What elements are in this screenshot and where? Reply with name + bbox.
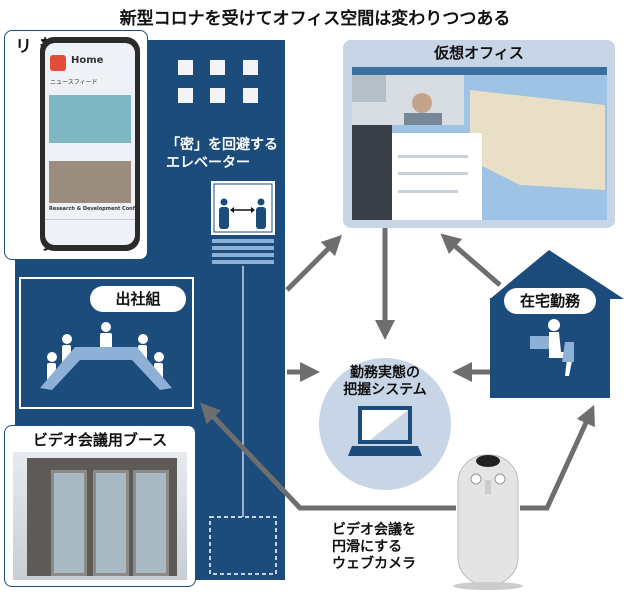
webcam-label: ビデオ会議を 円滑にする ウェブカメラ	[332, 522, 416, 573]
phone-mockup: Home ニュースフィード Research & Development Con…	[40, 37, 140, 251]
app-section: ニュースフィード	[50, 79, 98, 86]
virtual-office-screenshot	[352, 67, 607, 220]
booth-callout: ビデオ会議用ブース	[4, 425, 196, 587]
system-label-line1: 勤務実態の	[350, 365, 420, 381]
chair-icon	[562, 342, 574, 362]
meeting-label: 出社組	[90, 286, 186, 312]
booth-label: ビデオ会議用ブース	[32, 431, 168, 449]
system-label: 勤務実態の 把握システム	[330, 365, 440, 399]
webcam-image	[453, 454, 523, 590]
meeting-table-icon	[40, 322, 172, 390]
card-title: Research & Development Conf	[49, 206, 135, 212]
home-work-label: 在宅勤務	[504, 288, 596, 314]
conference-image	[49, 161, 131, 203]
laptop-icon	[348, 406, 422, 456]
elevator-icon	[209, 181, 277, 575]
webcam-label-line3: ウェブカメラ	[332, 556, 416, 572]
elevator-label: 「密」を回避する エレベーター	[166, 136, 278, 172]
app-tab-bar[interactable]	[45, 219, 135, 234]
app-callout: 部屋の「密」がわかるアプリ Home ニュースフィード Research & D…	[4, 30, 148, 260]
person-icon	[548, 319, 560, 331]
booth-image	[13, 452, 187, 580]
flow-arrows	[200, 228, 595, 511]
arrow-building-to-virtual	[285, 234, 343, 292]
system-label-line2: 把握システム	[343, 382, 427, 398]
virtual-office-label: 仮想オフィス	[434, 44, 524, 62]
building-windows-icon	[178, 60, 258, 103]
arrow-webcam-to-meeting	[200, 402, 456, 511]
app-header: Home	[71, 55, 104, 66]
elevator-label-line2: エレベーター	[166, 155, 250, 171]
webcam-label-line2: 円滑にする	[332, 539, 403, 555]
meeting-room-frame	[19, 277, 194, 409]
arrow-webcam-to-home	[520, 404, 595, 511]
webcam-label-line1: ビデオ会議を	[332, 522, 416, 538]
home-office-house	[490, 250, 624, 398]
app-logo-icon	[50, 55, 66, 71]
elevator-label-line1: 「密」を回避する	[166, 137, 278, 153]
news-image	[49, 95, 131, 143]
arrow-home-to-virtual	[440, 233, 502, 287]
page-title: 新型コロナを受けてオフィス空間は変わりつつある	[119, 9, 511, 29]
monitor-icon	[530, 336, 550, 349]
